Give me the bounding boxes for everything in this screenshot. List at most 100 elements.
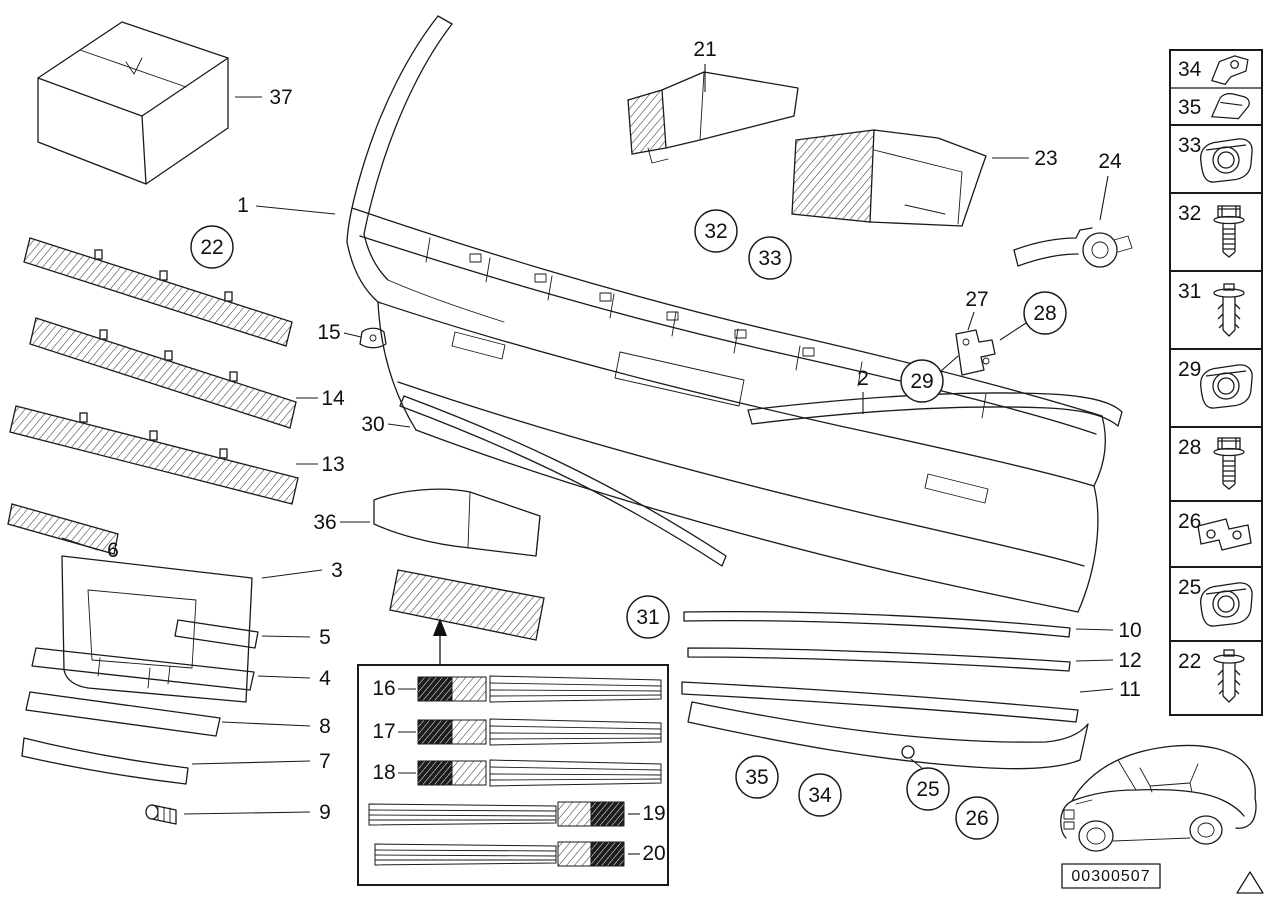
callout-37[interactable]: 37 (235, 86, 293, 109)
speed-nut-icon (1200, 582, 1253, 627)
svg-text:9[interactable]: 9 (319, 801, 331, 824)
sidebar-item-33[interactable]: 33 (1178, 134, 1201, 157)
callout-2[interactable]: 2 (857, 367, 869, 414)
svg-text:1[interactable]: 1 (237, 194, 249, 217)
svg-text:27[interactable]: 27 (965, 288, 988, 311)
circled-callout-35[interactable]: 35 (735, 755, 779, 799)
callout-9[interactable]: 9 (183, 801, 331, 824)
callout-21[interactable]: 21 (693, 38, 717, 92)
svg-text:6[interactable]: 6 (107, 539, 119, 562)
callout-36[interactable]: 36 (313, 511, 370, 534)
sidebar-item-29[interactable]: 29 (1178, 358, 1201, 381)
vehicle-thumbnail (1060, 744, 1257, 852)
warning-triangle-icon (1236, 871, 1264, 894)
callout-7[interactable]: 7 (191, 750, 331, 773)
sidebar-item-22[interactable]: 22 (1178, 650, 1201, 673)
svg-text:31[interactable]: 31 (636, 606, 659, 629)
svg-text:15[interactable]: 15 (317, 321, 340, 344)
callout-12[interactable]: 12 (1075, 649, 1142, 672)
legend-row-number[interactable]: 16 (372, 677, 395, 700)
svg-text:25[interactable]: 25 (916, 778, 939, 801)
circled-callout-28[interactable]: 28 (999, 291, 1067, 341)
svg-text:28[interactable]: 28 (1033, 302, 1056, 325)
legend-box: 16 17 18 (357, 618, 669, 886)
legend-row-number[interactable]: 19 (642, 802, 665, 825)
circled-callout-29[interactable]: 29 (900, 355, 959, 403)
svg-text:21[interactable]: 21 (693, 38, 716, 61)
svg-text:10[interactable]: 10 (1118, 619, 1141, 642)
callout-24[interactable]: 24 (1098, 150, 1122, 221)
svg-text:29[interactable]: 29 (910, 370, 933, 393)
circled-callout-26[interactable]: 26 (955, 796, 999, 840)
callout-10[interactable]: 10 (1075, 619, 1142, 642)
callout-15[interactable]: 15 (317, 321, 362, 344)
svg-text:11[interactable]: 11 (1119, 678, 1141, 701)
svg-text:8[interactable]: 8 (319, 715, 331, 738)
up-arrow-icon (433, 618, 447, 665)
svg-text:4[interactable]: 4 (319, 667, 331, 690)
circled-callout-22[interactable]: 22 (190, 225, 234, 269)
callout-6[interactable]: 6 (61, 537, 119, 562)
part-23-air-duct (791, 129, 987, 227)
clamp-icon (1211, 93, 1250, 120)
svg-text:12[interactable]: 12 (1118, 649, 1141, 672)
callout-13[interactable]: 13 (296, 453, 345, 476)
doc-number: 00300507 (1071, 868, 1150, 885)
svg-text:3[interactable]: 3 (331, 559, 343, 582)
callout-30[interactable]: 30 (361, 413, 411, 436)
callout-27[interactable]: 27 (965, 288, 989, 331)
part-10-trim-strip (683, 610, 1071, 638)
sidebar-item-32[interactable]: 32 (1178, 202, 1201, 225)
circled-callout-32[interactable]: 32 (694, 209, 738, 253)
legend-row-number[interactable]: 18 (372, 761, 395, 784)
part-14-grille (23, 237, 297, 429)
legend-row: 18 (372, 759, 662, 787)
svg-text:7[interactable]: 7 (319, 750, 331, 773)
circled-callout-34[interactable]: 34 (798, 773, 842, 817)
part-7-moulding (21, 737, 189, 785)
sidebar-item-28[interactable]: 28 (1178, 436, 1201, 459)
svg-text:24[interactable]: 24 (1098, 150, 1122, 173)
bolt-icon (1213, 205, 1245, 258)
legend-row: 20 (374, 841, 666, 867)
svg-text:33[interactable]: 33 (758, 247, 781, 270)
callout-4[interactable]: 4 (257, 667, 331, 690)
part-37-carton-box (37, 21, 229, 185)
svg-text:32[interactable]: 32 (704, 220, 727, 243)
part-11-trim-strip (681, 681, 1079, 723)
svg-text:26[interactable]: 26 (965, 807, 988, 830)
callout-8[interactable]: 8 (221, 715, 331, 738)
part-3-center-panel (61, 555, 253, 703)
svg-text:23[interactable]: 23 (1034, 147, 1057, 170)
legend-row-number[interactable]: 17 (372, 720, 395, 743)
svg-text:36[interactable]: 36 (313, 511, 336, 534)
callout-23[interactable]: 23 (992, 147, 1058, 170)
svg-text:13[interactable]: 13 (321, 453, 344, 476)
svg-text:2[interactable]: 2 (857, 367, 869, 390)
circled-callout-31[interactable]: 31 (626, 595, 670, 639)
svg-text:35[interactable]: 35 (745, 766, 768, 789)
sidebar-item-31[interactable]: 31 (1178, 280, 1201, 303)
callout-3[interactable]: 3 (261, 559, 343, 582)
svg-text:14[interactable]: 14 (321, 387, 345, 410)
svg-text:37[interactable]: 37 (269, 86, 292, 109)
callout-1[interactable]: 1 (237, 194, 336, 217)
callout-14[interactable]: 14 (296, 387, 345, 410)
legend-row-number[interactable]: 20 (642, 842, 665, 865)
speed-nut-icon (1200, 364, 1253, 409)
part-13-grille (9, 405, 299, 505)
svg-text:22[interactable]: 22 (200, 236, 223, 259)
part-8-strip (25, 691, 221, 737)
sidebar-item-35[interactable]: 35 (1178, 96, 1201, 119)
circled-callout-33[interactable]: 33 (748, 236, 792, 280)
sidebar-item-26[interactable]: 26 (1178, 510, 1201, 533)
svg-text:34[interactable]: 34 (808, 784, 832, 807)
circled-callout-25[interactable]: 25 (906, 758, 950, 811)
sidebar-item-25[interactable]: 25 (1178, 576, 1201, 599)
svg-text:5[interactable]: 5 (319, 626, 331, 649)
callout-11[interactable]: 11 (1079, 678, 1141, 701)
sidebar-item-34[interactable]: 34 (1178, 58, 1202, 81)
svg-text:30[interactable]: 30 (361, 413, 384, 436)
callout-5[interactable]: 5 (261, 626, 331, 649)
